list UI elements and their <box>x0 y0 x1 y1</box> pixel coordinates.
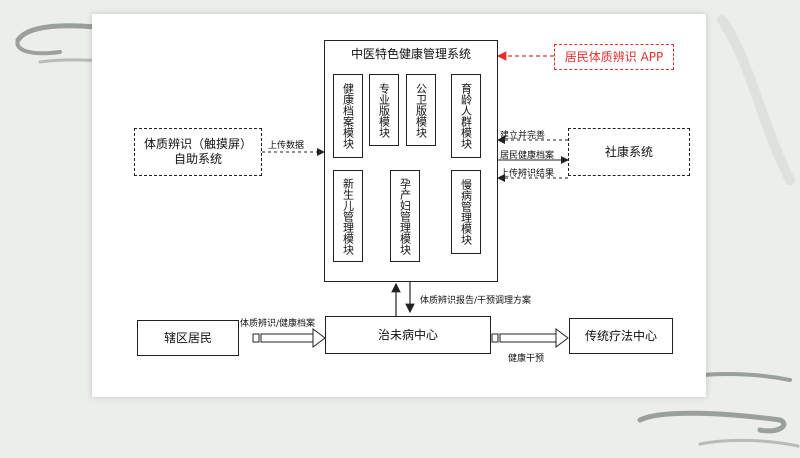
community-health-system: 社康系统 <box>568 128 690 176</box>
label-report: 体质辨识报告/干预调理方案 <box>420 296 532 306</box>
right-box-label: 社康系统 <box>604 144 653 159</box>
traditional-therapy-center: 传统疗法中心 <box>569 318 673 354</box>
module-label: 健康档案模块 <box>341 83 355 149</box>
module-childbearing: 育龄人群模块 <box>451 74 481 158</box>
system-title: 中医特色健康管理系统 <box>350 47 471 61</box>
left-box-line1: 体质辨识（触摸屏） <box>143 137 252 151</box>
left-box-line2: 自助系统 <box>173 152 222 166</box>
label-id-record: 体质辨识/健康档案 <box>240 319 316 329</box>
label-upload-result: 上传辨识结果 <box>500 169 555 179</box>
jurisdiction-residents: 辖区居民 <box>137 320 239 356</box>
residents-label: 辖区居民 <box>163 330 212 345</box>
label-upload-data: 上传数据 <box>268 141 305 151</box>
preventive-treatment-center: 治未病中心 <box>325 316 491 354</box>
module-label: 慢病管理模块 <box>459 179 473 245</box>
module-chronic: 慢病管理模块 <box>451 170 481 254</box>
module-label: 新生儿管理模块 <box>341 177 355 255</box>
module-newborn: 新生儿管理模块 <box>333 170 363 262</box>
label-health-record: 居民健康档案 <box>500 151 555 161</box>
module-label: 专业版模块 <box>377 82 391 138</box>
app-label: 居民体质辨识 APP <box>564 49 664 64</box>
tcm-label: 传统疗法中心 <box>584 328 657 343</box>
module-maternal: 孕产妇管理模块 <box>390 170 420 262</box>
module-label: 公卫版模块 <box>414 82 428 138</box>
resident-constitution-app: 居民体质辨识 APP <box>554 44 674 70</box>
module-professional: 专业版模块 <box>369 74 399 146</box>
module-label: 育龄人群模块 <box>459 83 473 149</box>
label-intervention: 健康干预 <box>508 354 545 364</box>
touchscreen-self-service-system: 体质辨识（触摸屏） 自助系统 <box>134 128 262 176</box>
center-label: 治未病中心 <box>377 327 438 342</box>
module-label: 孕产妇管理模块 <box>398 177 412 255</box>
module-public-health: 公卫版模块 <box>406 74 436 146</box>
module-health-record: 健康档案模块 <box>333 74 363 158</box>
label-build: 建立并完善 <box>500 131 546 141</box>
